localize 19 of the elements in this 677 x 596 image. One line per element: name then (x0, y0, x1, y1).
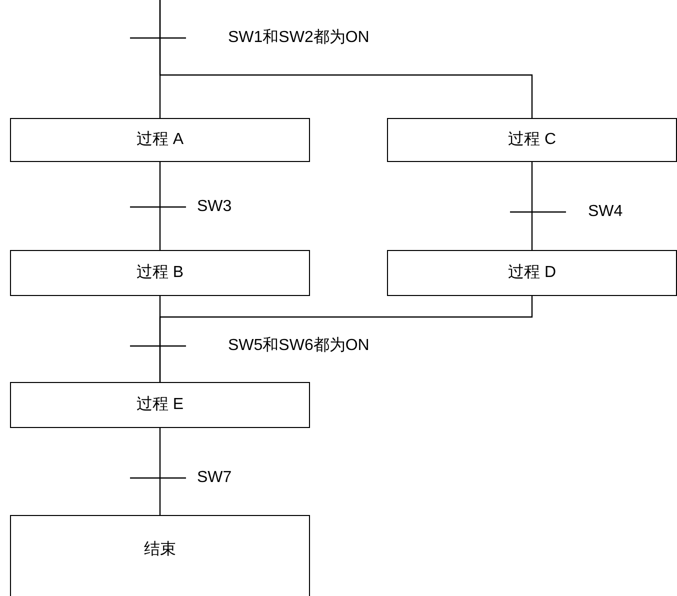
process-box (387, 118, 677, 162)
edge-label: SW5和SW6都为ON (228, 338, 370, 354)
connector-line (159, 162, 161, 250)
edge-label: SW1和SW2都为ON (228, 30, 370, 46)
process-box (10, 250, 310, 296)
process-box (387, 250, 677, 296)
connector-line (159, 296, 533, 382)
connector-line (531, 162, 533, 250)
step-label: 过程 E (136, 395, 184, 415)
connector-line (159, 0, 533, 118)
process-box (10, 382, 310, 428)
connector-line (159, 428, 161, 515)
step-label: 过程 C (508, 130, 556, 150)
step-label: 结束 (144, 540, 176, 560)
process-box (10, 515, 310, 596)
step-label: 过程 B (136, 263, 184, 283)
step-label: 过程 A (136, 130, 184, 150)
process-box (10, 118, 310, 162)
step-label: 过程 D (508, 263, 556, 283)
